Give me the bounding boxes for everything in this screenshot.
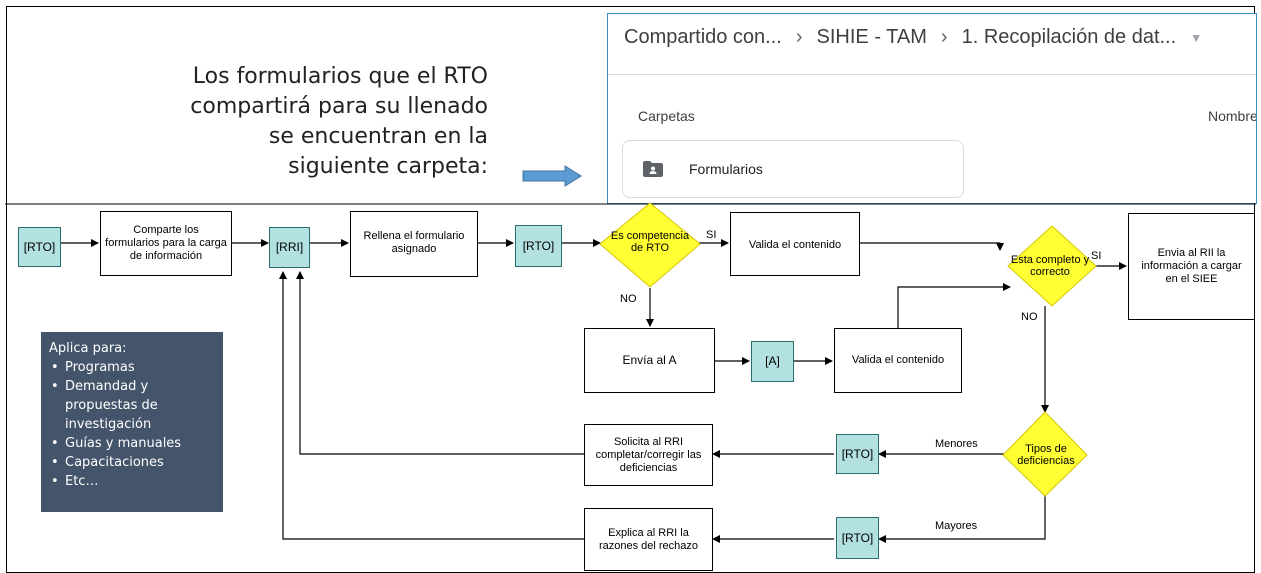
breadcrumb-sihie[interactable]: SIHIE - TAM	[816, 26, 927, 48]
process-share-forms: Comparte los formularios para la carga d…	[100, 211, 232, 276]
intro-text: Los formularios que el RTO compartirá pa…	[148, 62, 488, 182]
decision-diamond	[599, 202, 701, 288]
process-send-rii: Envia al RII la información a cargar en …	[1128, 213, 1255, 320]
chevron-right-icon: ›	[795, 26, 803, 48]
process-validate-content-2: Valida el contenido	[834, 328, 962, 393]
tag-rto: [RTO]	[515, 225, 562, 267]
edge-label-no: NO	[1021, 311, 1038, 323]
edge-label-no: NO	[620, 293, 637, 305]
caret-down-icon[interactable]: ▼	[1190, 30, 1203, 45]
decision-diamond	[1007, 225, 1097, 307]
folder-name: Formularios	[689, 161, 763, 177]
divider	[608, 74, 1256, 75]
shared-folder-icon	[643, 161, 663, 182]
chevron-right-icon: ›	[940, 26, 948, 48]
tag-a: [A]	[751, 341, 794, 382]
process-validate-content: Valida el contenido	[730, 212, 860, 276]
drive-folder-panel: Compartido con... › SIHIE - TAM › 1. Recopil…	[607, 13, 1257, 204]
folders-section-label: Carpetas	[638, 108, 695, 124]
tag-rto: [RTO]	[836, 517, 879, 559]
list-item: Etc…	[49, 472, 215, 491]
connector	[860, 242, 1004, 251]
connector	[296, 271, 584, 455]
connector	[897, 283, 1011, 328]
decision-competencia: Es competencia de RTO	[610, 230, 690, 254]
applies-to-list: Programas Demandad y propuestas de inves…	[49, 358, 215, 491]
tag-rto: [RTO]	[836, 434, 879, 474]
decision-diamond	[1002, 411, 1088, 497]
process-request-rri: Solicita al RRI completar/corregir las d…	[584, 424, 713, 486]
folder-item-formularios[interactable]: Formularios	[622, 140, 964, 198]
process-explain-rri: Explica al RRI la razones del rechazo	[584, 508, 713, 571]
breadcrumb: Compartido con... › SIHIE - TAM › 1. Recopil…	[624, 26, 1202, 49]
list-item: Capacitaciones	[49, 453, 215, 472]
edge-label-mayores: Mayores	[935, 520, 978, 532]
list-item: Programas	[49, 358, 215, 377]
list-item: Guías y manuales	[49, 434, 215, 453]
edge-label-menores: Menores	[935, 438, 978, 450]
applies-to-box: Aplica para: Programas Demandad y propue…	[41, 332, 223, 512]
intro-line: Los formularios que el RTO	[192, 64, 488, 89]
connector	[279, 271, 584, 540]
applies-to-title: Aplica para:	[49, 341, 127, 356]
tag-rri: [RRI]	[269, 227, 310, 268]
edge-label-si: SI	[706, 229, 717, 241]
list-item: Demandad y propuestas de investigación	[49, 377, 215, 434]
connector	[878, 495, 1046, 543]
decision-tipos-deficiencias: Tipos de deficiencias	[1017, 443, 1075, 467]
block-arrow-right	[522, 165, 582, 187]
intro-line: compartirá para su llenado	[190, 94, 488, 119]
intro-line: siguiente carpeta:	[288, 154, 488, 179]
name-column-header[interactable]: Nombre	[1208, 108, 1257, 124]
process-fill-form: Rellena el formulario asignado	[350, 211, 478, 277]
process-send-a: Envía al A	[584, 328, 715, 393]
breadcrumb-current[interactable]: 1. Recopilación de dat...	[961, 26, 1177, 48]
tag-rto: [RTO]	[18, 227, 61, 267]
decision-completo: Esta completo y correcto	[1010, 254, 1090, 278]
edge-label-si: SI	[1091, 250, 1102, 262]
breadcrumb-shared[interactable]: Compartido con...	[624, 26, 782, 48]
intro-line: se encuentran en la	[268, 124, 488, 149]
